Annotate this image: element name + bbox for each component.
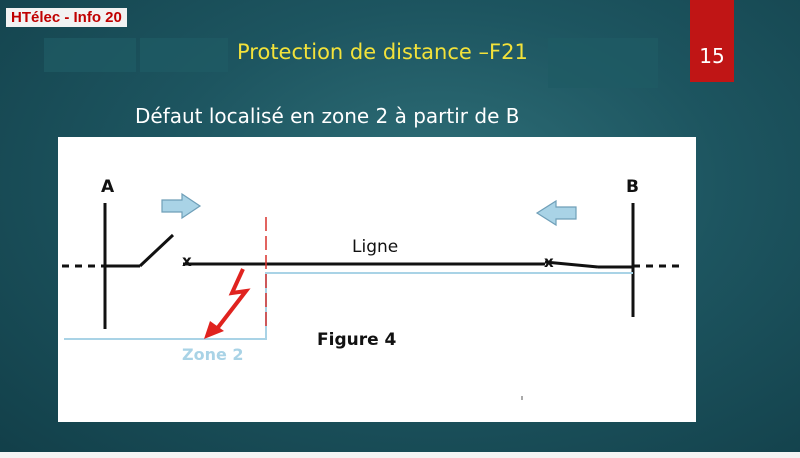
figure-label: Figure 4	[317, 330, 397, 350]
diagram-panel: A B Ligne x x Zone 2 Figure 4	[58, 137, 696, 422]
bus-b-label: B	[626, 177, 639, 197]
line-label: Ligne	[352, 237, 399, 257]
slide-subtitle: Défaut localisé en zone 2 à partir de B	[135, 104, 520, 128]
slide-title: Protection de distance –F21	[237, 40, 528, 64]
direction-arrow-a	[161, 192, 202, 220]
source-tag: HTélec - Info 20	[6, 8, 127, 27]
title-backdrop-mid	[140, 38, 228, 72]
direction-arrow-b	[535, 199, 577, 227]
title-backdrop-left	[44, 38, 136, 72]
breaker-b-blade	[544, 260, 599, 269]
title-backdrop-right	[548, 38, 658, 88]
line-diagram	[62, 192, 684, 400]
breaker-a-blade	[138, 233, 175, 268]
bottom-strip	[0, 452, 800, 458]
fault-bolt-head	[204, 321, 224, 339]
page-number: 15	[699, 44, 725, 68]
bus-a-label: A	[101, 177, 115, 197]
zone-2-label: Zone 2	[182, 345, 244, 364]
page-number-badge: 15	[690, 0, 734, 82]
fault-point-b-mark: x	[544, 253, 554, 271]
fault-bolt	[214, 268, 251, 332]
fault-point-a-mark: x	[182, 252, 192, 270]
